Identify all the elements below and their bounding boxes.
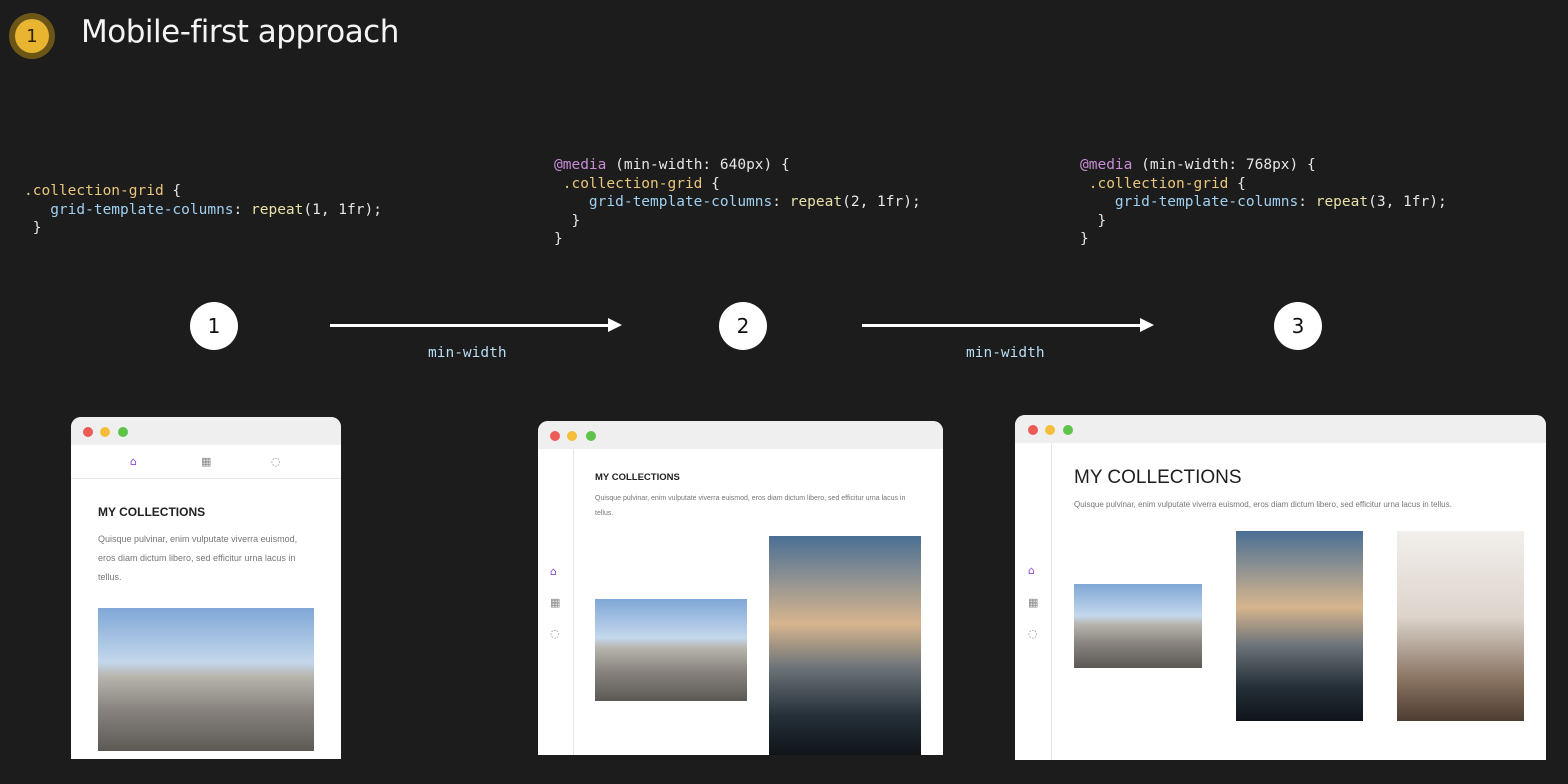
collection-title: MY COLLECTIONS [1074, 467, 1242, 488]
section-number: 1 [15, 19, 49, 53]
circle-icon[interactable]: ◌ [271, 455, 281, 468]
arrow-2-label: min-width [966, 345, 1045, 361]
window-titlebar [71, 417, 341, 445]
minimize-dot [1045, 425, 1055, 435]
grid-icon[interactable]: ▦ [1028, 596, 1039, 609]
home-icon[interactable]: ⌂ [1028, 564, 1035, 577]
church-image [595, 599, 747, 701]
close-dot [550, 431, 560, 441]
page-title: Mobile-first approach [81, 14, 399, 50]
step-1-circle: 1 [190, 302, 238, 350]
code-block-768: @media (min-width: 768px) { .collection-… [1080, 157, 1447, 247]
church-image [1074, 584, 1202, 668]
close-dot [83, 427, 93, 437]
collection-title: MY COLLECTIONS [595, 472, 680, 483]
close-dot [1028, 425, 1038, 435]
arrow-2-to-3 [862, 318, 1154, 332]
window-titlebar [538, 421, 943, 449]
collection-text: Quisque pulvinar, enim vulputate viverra… [1074, 500, 1452, 509]
step-2-circle: 2 [719, 302, 767, 350]
maximize-dot [1063, 425, 1073, 435]
arrow-1-label: min-width [428, 345, 507, 361]
collection-title: MY COLLECTIONS [98, 505, 206, 519]
step-3-circle: 3 [1274, 302, 1322, 350]
circle-icon[interactable]: ◌ [1028, 627, 1038, 640]
maximize-dot [586, 431, 596, 441]
grid-icon[interactable]: ▦ [201, 455, 212, 468]
window-titlebar [1015, 415, 1546, 443]
minimize-dot [567, 431, 577, 441]
desktop-window: ⌂ ▦ ◌ MY COLLECTIONS Quisque pulvinar, e… [1015, 415, 1546, 760]
code-block-mobile: .collection-grid { grid-template-columns… [24, 183, 382, 236]
sidebar-divider [1051, 443, 1052, 760]
building-image [769, 536, 921, 755]
sidebar-divider [573, 449, 574, 755]
grid-icon[interactable]: ▦ [550, 596, 561, 609]
arrow-1-to-2 [330, 318, 622, 332]
tablet-window: ⌂ ▦ ◌ MY COLLECTIONS Quisque pulvinar, e… [538, 421, 943, 755]
collection-text: Quisque pulvinar, enim vulputate viverra… [98, 534, 298, 582]
section-badge: 1 [9, 13, 55, 59]
maximize-dot [118, 427, 128, 437]
collection-text: Quisque pulvinar, enim vulputate viverra… [595, 495, 906, 517]
circle-icon[interactable]: ◌ [550, 627, 560, 640]
home-icon[interactable]: ⌂ [550, 565, 557, 578]
minimize-dot [100, 427, 110, 437]
nav-divider [71, 478, 341, 479]
mobile-window: ⌂ ▦ ◌ MY COLLECTIONS Quisque pulvinar, e… [71, 417, 341, 759]
building-image [1236, 531, 1363, 721]
wheat-image [1397, 531, 1524, 721]
home-icon[interactable]: ⌂ [130, 455, 137, 468]
code-block-640: @media (min-width: 640px) { .collection-… [554, 157, 921, 247]
church-image [98, 608, 314, 751]
